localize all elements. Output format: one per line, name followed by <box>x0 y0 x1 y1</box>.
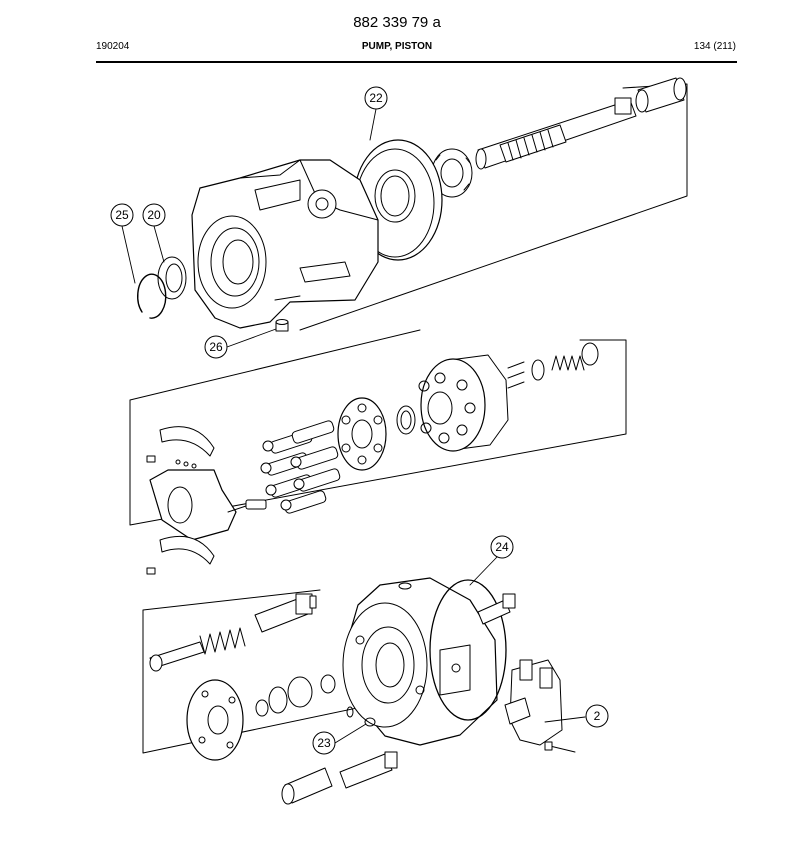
callout-2: 2 <box>585 704 609 728</box>
pump-housing <box>191 159 379 329</box>
center-spring <box>507 342 599 389</box>
drain-plug <box>275 319 289 332</box>
callout-23: 23 <box>312 731 336 755</box>
retaining-ring <box>137 273 167 319</box>
callout-22: 22 <box>364 86 388 110</box>
callout-20: 20 <box>142 203 166 227</box>
callout-24-label: 24 <box>495 540 509 554</box>
adjust-screw <box>227 499 267 513</box>
shaft-seal <box>157 256 187 300</box>
page-reference: 134 (211) <box>693 41 736 52</box>
port-plate <box>186 679 244 761</box>
callouts: 22 25 20 26 24 2 23 <box>110 86 609 755</box>
valve-group <box>142 577 576 805</box>
castellated-nut <box>431 148 473 198</box>
shaft-bearing <box>635 77 687 113</box>
cylinder-block <box>418 354 509 452</box>
frame-line-middle <box>129 329 627 526</box>
needle-bearing <box>396 405 416 435</box>
small-bearing <box>255 674 336 717</box>
callout-leaders <box>121 108 586 744</box>
control-valve <box>504 659 576 753</box>
callout-20-label: 20 <box>147 208 161 222</box>
large-o-ring <box>429 579 507 721</box>
section-title: PUMP, PISTON <box>361 41 433 52</box>
callout-25-label: 25 <box>115 208 129 222</box>
date-code: 190204 <box>96 41 130 52</box>
callout-24: 24 <box>490 535 514 559</box>
callout-26: 26 <box>204 335 228 359</box>
callout-26-label: 26 <box>209 340 223 354</box>
callout-2-label: 2 <box>594 709 601 723</box>
housing-group <box>137 77 688 332</box>
pistons <box>260 420 341 514</box>
control-piston <box>254 593 317 633</box>
lower-sleeve <box>281 706 398 805</box>
retainer-plate <box>337 397 387 471</box>
document-number: 882 339 79 a <box>353 14 441 31</box>
header-rule <box>96 61 737 63</box>
frame-line-bottom <box>142 589 396 754</box>
callout-23-label: 23 <box>317 736 331 750</box>
callout-25: 25 <box>110 203 134 227</box>
valve-spring <box>149 627 246 672</box>
end-cover <box>342 577 498 746</box>
swash-plate <box>146 426 237 575</box>
cap-screw <box>477 593 516 625</box>
rotating-group <box>129 329 627 575</box>
callout-22-label: 22 <box>369 91 383 105</box>
drive-shaft <box>475 97 637 170</box>
